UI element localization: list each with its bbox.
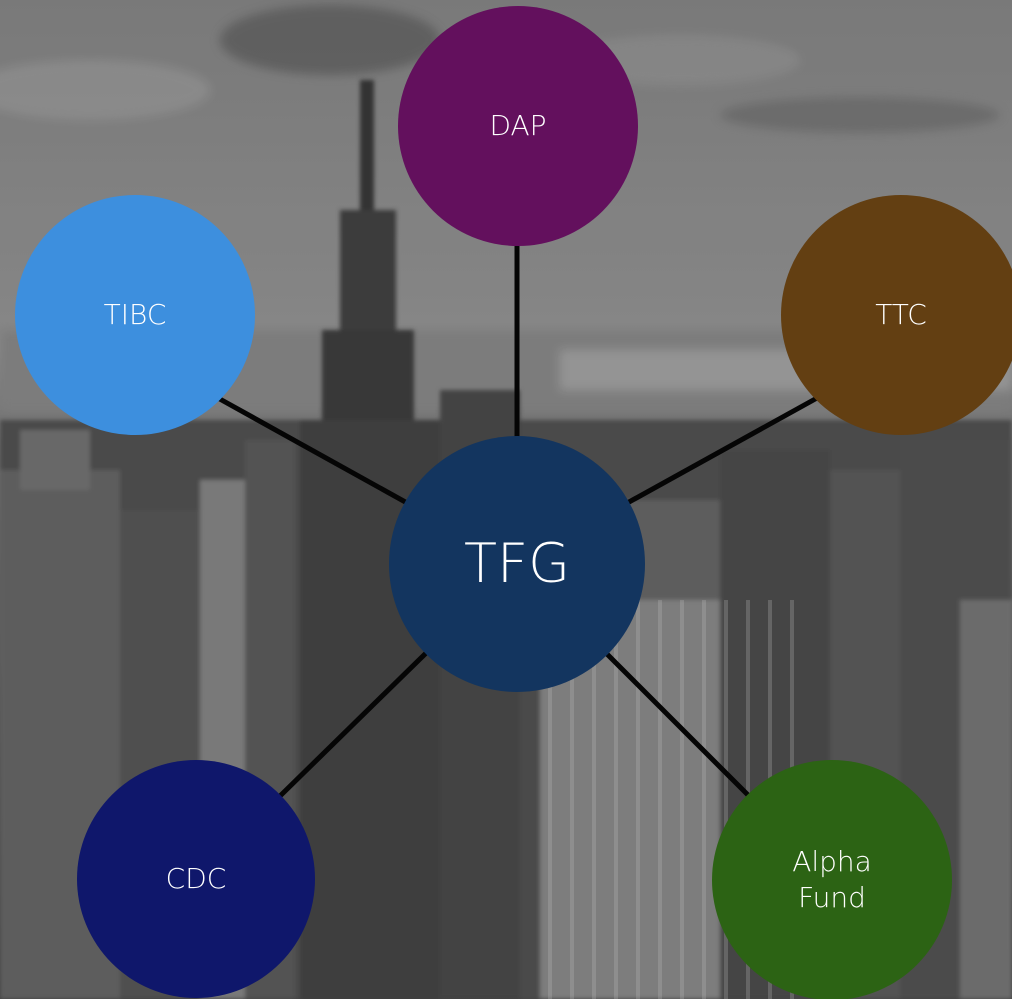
- node-ttc[interactable]: TTC: [781, 195, 1012, 435]
- node-tfg-label: TFG: [464, 531, 570, 595]
- node-cdc-label: CDC: [165, 861, 227, 895]
- node-ttc-label: TTC: [875, 297, 927, 331]
- node-alpha-fund[interactable]: Alpha Fund: [712, 760, 952, 999]
- node-dap-label: DAP: [489, 108, 547, 142]
- node-tibc-label: TIBC: [103, 297, 167, 331]
- node-tibc[interactable]: TIBC: [15, 195, 255, 435]
- node-tfg-center[interactable]: TFG: [389, 436, 645, 692]
- node-dap[interactable]: DAP: [398, 6, 638, 246]
- node-cdc[interactable]: CDC: [77, 760, 315, 998]
- node-alpha-fund-label: Alpha Fund: [792, 844, 872, 914]
